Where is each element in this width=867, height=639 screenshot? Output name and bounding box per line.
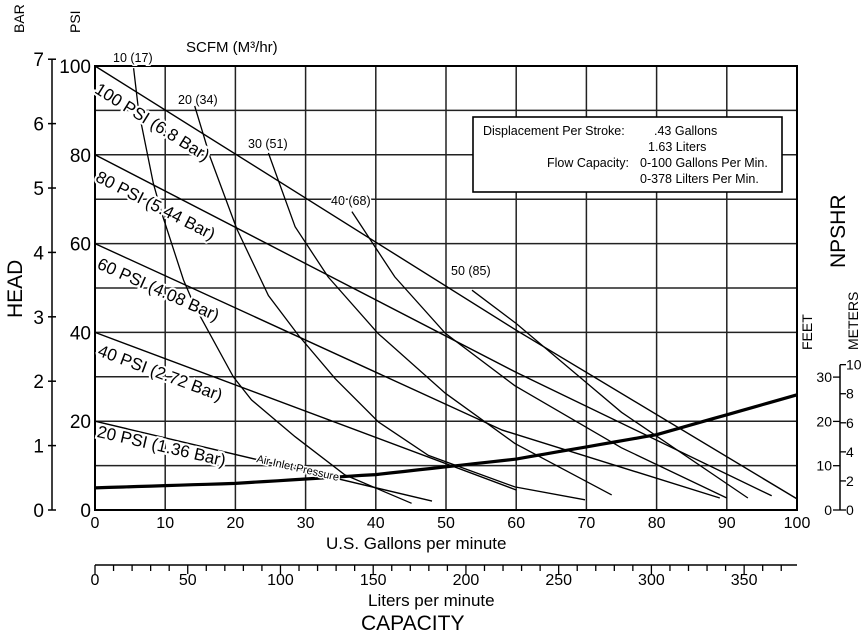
air-curve-label: 40 (68) [331,194,371,208]
pressure-line-label: 80 PSI (5.44 Bar) [93,167,219,244]
meter-tick-label: 8 [846,386,854,402]
right-axis-title: NPSHR [827,194,850,268]
bar-tick-label: 6 [33,115,44,136]
x-tick-label: 60 [507,515,525,532]
liters-tick-label: 100 [267,572,294,589]
y-axis-title: HEAD [4,260,27,318]
pressure-line [94,154,773,497]
air-consumption-curve [267,152,613,496]
displacement-liters: 1.63 Liters [648,140,706,154]
liters-tick-label: 200 [453,572,480,589]
plot-frame [94,65,798,511]
liters-tick-label: 50 [179,572,197,589]
air-consumption-curve [132,68,412,504]
liters-tick-label: 150 [360,572,387,589]
x-tick-label: 80 [648,515,666,532]
meters-unit-label: METERS [845,292,861,350]
air-curve-label: 50 (85) [451,264,491,278]
air-curve-label: 10 (17) [113,51,153,65]
pressure-line [94,331,517,491]
displacement-label: Displacement Per Stroke: [483,124,625,138]
psi-tick-label: 60 [70,235,91,256]
flow-capacity-label: Flow Capacity: [547,156,629,170]
displacement-gallons: .43 Gallons [654,124,717,138]
bar-tick-label: 3 [33,308,44,329]
x-axis-title: U.S. Gallons per minute [326,534,506,553]
psi-tick-label: 0 [80,501,91,522]
feet-tick-label: 10 [816,458,832,474]
meter-tick-label: 0 [846,502,854,518]
psi-tick-label: 100 [59,57,91,78]
flow-capacity-gallons: 0-100 Gallons Per Min. [640,156,768,170]
liters-tick-label: 300 [638,572,665,589]
air-curve-label: 20 (34) [178,93,218,107]
x2-axis-title: Liters per minute [368,591,495,610]
bar-unit-label: BAR [11,4,27,33]
bar-tick-label: 5 [33,179,44,200]
bar-tick-label: 7 [33,50,44,71]
info-box: Displacement Per Stroke: .43 Gallons 1.6… [472,116,783,193]
psi-tick-label: 40 [70,323,91,344]
series [94,65,798,504]
feet-tick-label: 20 [816,413,832,429]
liters-tick-label: 250 [545,572,572,589]
psi-unit-label: PSI [67,10,83,33]
psi-tick-label: 20 [70,412,91,433]
x-tick-label: 0 [91,515,100,532]
bar-tick-label: 0 [33,501,44,522]
flow-capacity-liters: 0-378 Lilters Per Min. [640,172,759,186]
meter-tick-label: 4 [846,444,854,460]
liters-tick-label: 350 [731,572,758,589]
pressure-line [94,242,721,499]
meter-tick-label: 2 [846,473,854,489]
feet-unit-label: FEET [799,314,815,350]
pressure-line-label: 20 PSI (1.36 Bar) [95,422,227,470]
npshr-curve [94,393,798,490]
x-tick-label: 100 [784,515,811,532]
pressure-line-label: 60 PSI (4.08 Bar) [94,254,222,325]
x-tick-label: 90 [718,515,736,532]
x-tick-label: 10 [156,515,174,532]
feet-tick-label: 30 [816,369,832,385]
x-tick-label: 50 [437,515,455,532]
bar-tick-label: 1 [33,437,44,458]
feet-tick-label: 0 [824,502,832,518]
x-tick-label: 20 [227,515,245,532]
air-consumption-curve [194,105,586,501]
bar-tick-label: 4 [33,243,44,264]
pressure-line [94,65,798,500]
chart-title: SCFM (M³/hr) [186,39,278,56]
meter-tick-label: 6 [846,415,854,431]
x-tick-label: 40 [367,515,385,532]
capacity-title: CAPACITY [361,612,464,635]
bar-tick-label: 2 [33,372,44,393]
air-consumption-curve [351,211,728,499]
x-tick-label: 70 [578,515,596,532]
liters-tick-label: 0 [91,572,100,589]
psi-tick-label: 80 [70,146,91,167]
air-consumption-curve [471,289,749,499]
x-tick-label: 30 [297,515,315,532]
air-curve-label: 30 (51) [248,137,288,151]
meter-tick-label: 10 [846,357,862,373]
